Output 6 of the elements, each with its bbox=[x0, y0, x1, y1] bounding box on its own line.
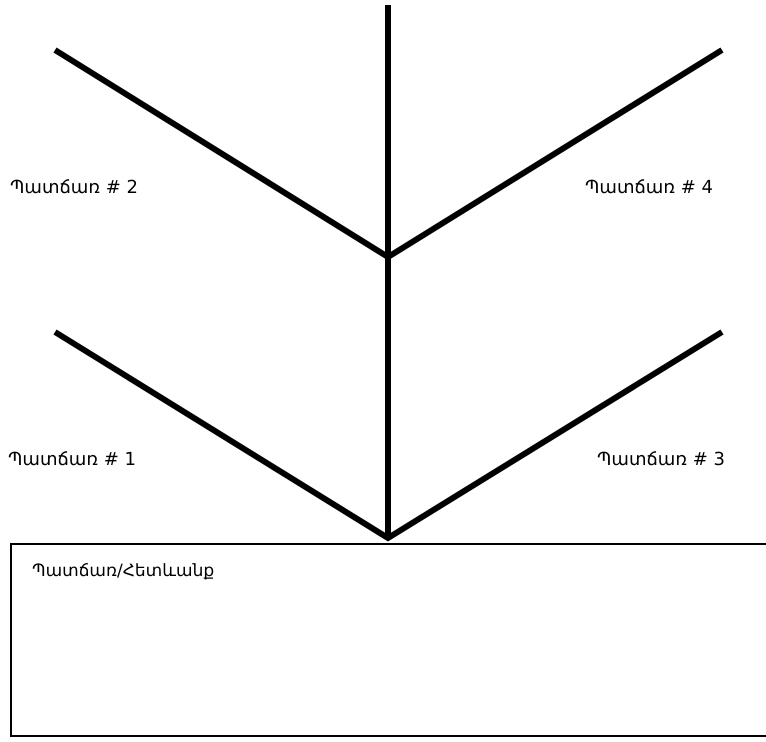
cause-label: Պատճառ # 4 bbox=[585, 177, 713, 199]
cause-label: Պատճառ # 1 bbox=[8, 449, 136, 471]
cause-label: Պատճառ # 2 bbox=[10, 177, 138, 199]
box-heading: Պատճառ/Հետևանք bbox=[32, 561, 214, 581]
effect-box bbox=[10, 543, 766, 737]
cause-label: Պատճառ # 3 bbox=[597, 449, 725, 471]
